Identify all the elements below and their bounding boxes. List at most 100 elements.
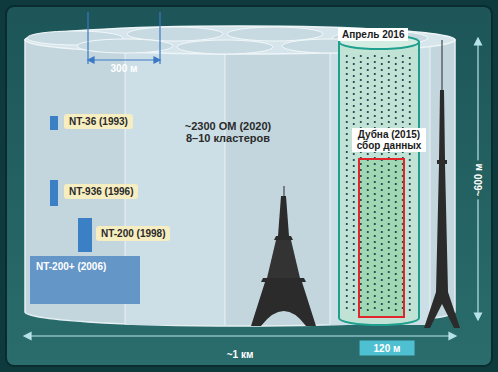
optical-module (374, 229, 376, 231)
optical-module (374, 181, 376, 183)
optical-module (353, 243, 355, 245)
optical-module (346, 253, 348, 255)
optical-module (409, 273, 411, 275)
optical-module (353, 291, 355, 293)
optical-module (395, 303, 397, 305)
optical-module (374, 253, 376, 255)
optical-module (360, 193, 362, 195)
optical-module (353, 153, 355, 155)
optical-module (409, 279, 411, 281)
optical-module (353, 57, 355, 59)
optical-module (360, 205, 362, 207)
optical-module (381, 237, 383, 239)
optical-module (388, 247, 390, 249)
optical-module (381, 213, 383, 215)
optical-module (374, 271, 376, 273)
optical-module (367, 219, 369, 221)
optical-module (409, 201, 411, 203)
optical-module (374, 211, 376, 213)
optical-module (353, 63, 355, 65)
optical-module (360, 253, 362, 255)
optical-module (388, 109, 390, 111)
optical-module (353, 279, 355, 281)
optical-module (388, 61, 390, 63)
optical-module (367, 99, 369, 101)
optical-module (381, 309, 383, 311)
optical-module (381, 297, 383, 299)
optical-module (395, 207, 397, 209)
optical-module (367, 237, 369, 239)
optical-module (346, 283, 348, 285)
optical-module (409, 297, 411, 299)
optical-module (409, 255, 411, 257)
column (330, 40, 430, 325)
optical-module (353, 171, 355, 173)
panel (6, 6, 492, 366)
optical-module (409, 165, 411, 167)
optical-module (409, 189, 411, 191)
optical-module (346, 121, 348, 123)
optical-module (409, 207, 411, 209)
optical-module (409, 69, 411, 71)
year-tag: NT-200 (1998) (96, 226, 170, 241)
optical-module (388, 79, 390, 81)
optical-module (367, 81, 369, 83)
optical-module (367, 177, 369, 179)
optical-module (395, 201, 397, 203)
optical-module (346, 205, 348, 207)
optical-module (388, 283, 390, 285)
optical-module (353, 183, 355, 185)
optical-module (360, 109, 362, 111)
node-label: NT-936 (1996) (69, 186, 133, 197)
optical-module (409, 111, 411, 113)
optical-module (388, 217, 390, 219)
optical-module (367, 165, 369, 167)
optical-module (353, 105, 355, 107)
optical-module (395, 123, 397, 125)
optical-module (360, 295, 362, 297)
optical-module (367, 297, 369, 299)
optical-module (374, 205, 376, 207)
optical-module (360, 181, 362, 183)
optical-module (381, 81, 383, 83)
dimension-300 (88, 12, 160, 64)
optical-module (346, 265, 348, 267)
optical-module (409, 63, 411, 65)
optical-module (360, 301, 362, 303)
optical-module (346, 247, 348, 249)
optical-module (402, 85, 404, 87)
optical-module (353, 93, 355, 95)
optical-module (395, 171, 397, 173)
optical-module (409, 219, 411, 221)
optical-module (346, 61, 348, 63)
optical-module (346, 169, 348, 171)
eiffel-tower (251, 186, 316, 326)
optical-module (388, 229, 390, 231)
optical-module (395, 213, 397, 215)
optical-module (374, 73, 376, 75)
optical-module (353, 159, 355, 161)
dimension-label: 120 м (360, 341, 415, 356)
optical-module (367, 231, 369, 233)
optical-module (395, 57, 397, 59)
node-label: Дубна (2015) сбор данных (352, 128, 426, 152)
optical-module (402, 61, 404, 63)
optical-module (381, 231, 383, 233)
optical-module (346, 289, 348, 291)
optical-module (374, 199, 376, 201)
optical-module (367, 171, 369, 173)
optical-module (360, 79, 362, 81)
optical-module (381, 303, 383, 305)
optical-module (381, 171, 383, 173)
optical-module (353, 273, 355, 275)
optical-module (409, 243, 411, 245)
optical-module (395, 219, 397, 221)
optical-module (409, 117, 411, 119)
optical-module (367, 285, 369, 287)
optical-module (346, 241, 348, 243)
optical-module (367, 243, 369, 245)
optical-module (360, 223, 362, 225)
node-label: NT-200+ (2006) (36, 261, 134, 272)
optical-module (374, 91, 376, 93)
cylinder-body (339, 42, 419, 325)
